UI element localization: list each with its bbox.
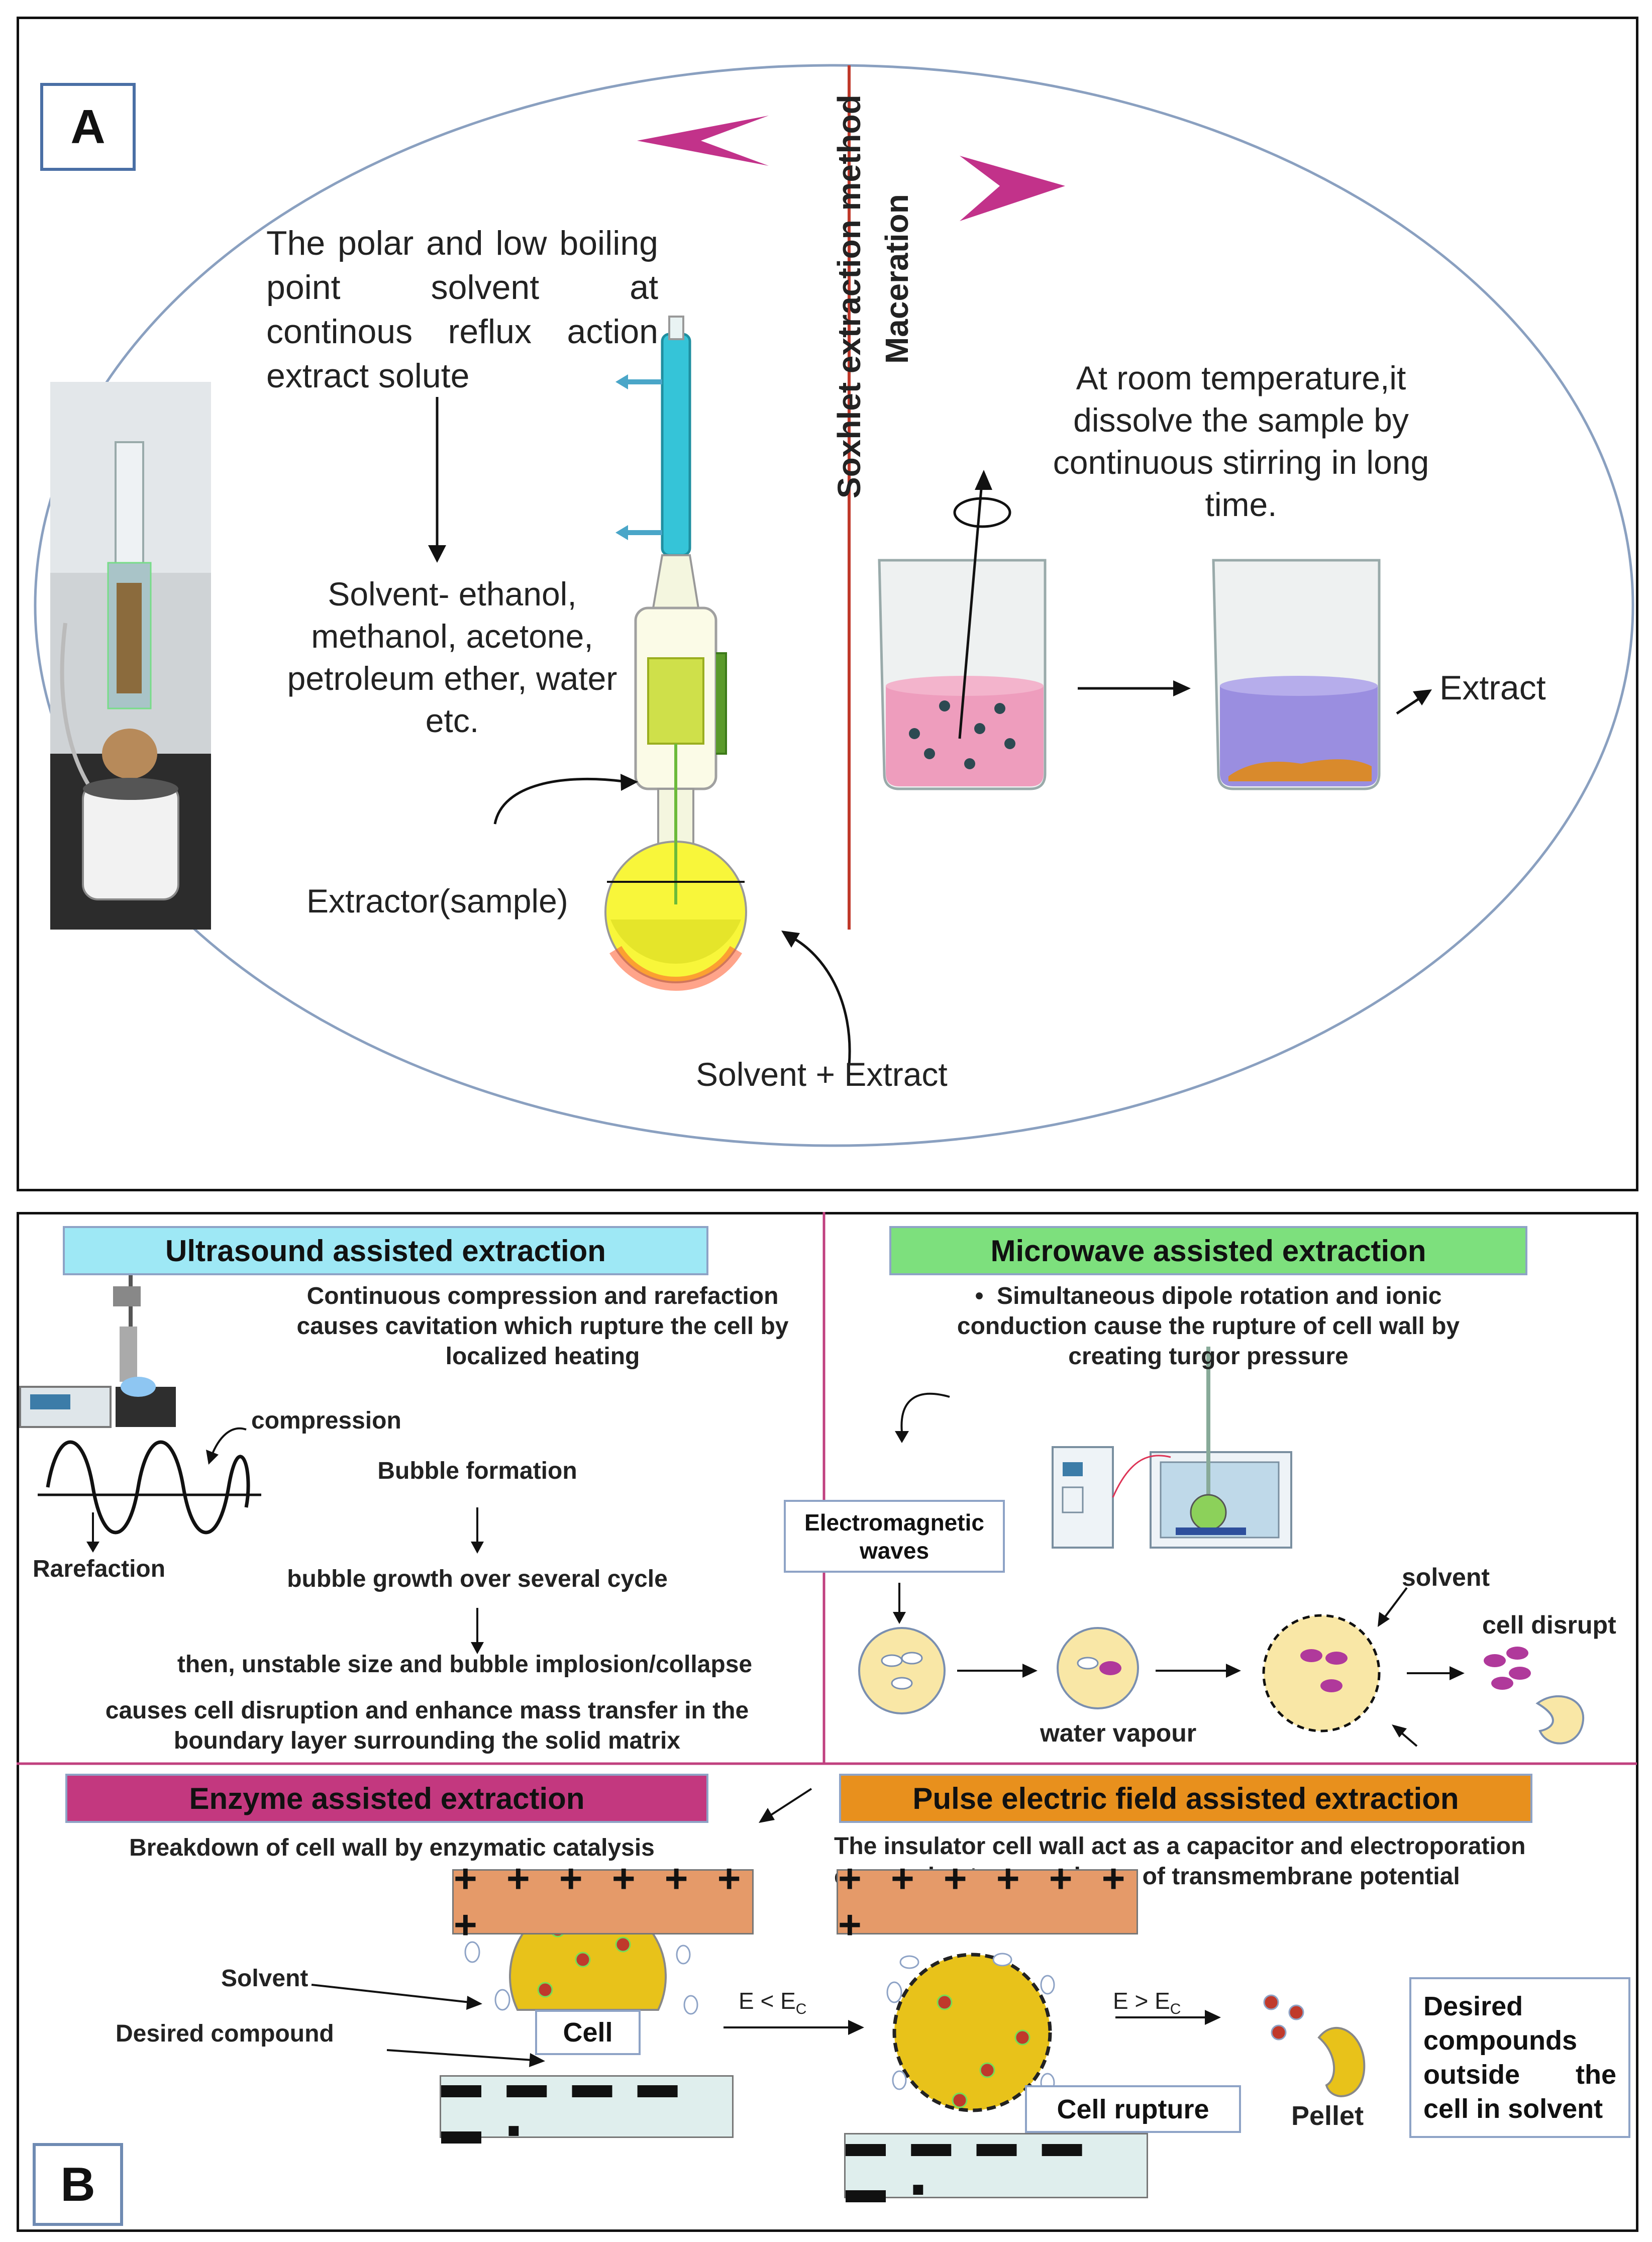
pef-plus-plate: + + + + + + + <box>837 1856 1138 1947</box>
solvent-list: Solvent- ethanol, methanol, acetone, pet… <box>287 575 617 739</box>
step-bubble-collapse: then, unstable size and bubble implosion… <box>177 1651 753 1678</box>
ultrasound-description: Continuous compression and rarefaction c… <box>296 1283 789 1370</box>
bullet: • <box>975 1283 984 1309</box>
panel-a-ellipse <box>34 64 1634 1147</box>
e-greater-label: E > EC <box>1113 1988 1181 2018</box>
soxhlet-apparatus <box>604 316 747 991</box>
panel-b-label: B <box>33 2143 123 2226</box>
enzyme-minus-plate: ▬ ▬ ▬ ▬ ▬ ▪ <box>440 2061 734 2152</box>
cell-label: Cell <box>535 2010 641 2055</box>
step-bubble-growth: bubble growth over several cycle <box>287 1566 668 1592</box>
water-vapour-label: water vapour <box>1040 1719 1197 1747</box>
pellet-label: Pellet <box>1291 2101 1364 2131</box>
ruptured-cell <box>892 1953 1052 2112</box>
solvent-extract-label: Solvent + Extract <box>696 1056 948 1093</box>
desired-compound-label: Desired compound <box>116 2020 334 2047</box>
e-less-label: E < EC <box>739 1988 807 2018</box>
sound-wave <box>46 1440 250 1535</box>
soxhlet-photo <box>50 382 211 930</box>
left-chevron-icon <box>637 116 769 166</box>
electromagnetic-waves-label: Electromagnetic waves <box>784 1500 1005 1573</box>
disrupted-cell <box>1484 1647 1585 1745</box>
soxhlet-description: The polar and low boiling point solvent … <box>266 224 658 395</box>
microwave-cell-3 <box>1262 1614 1381 1733</box>
arrow-solvent-extract <box>790 936 851 1066</box>
pellet <box>1263 1994 1366 2097</box>
panel-a-frame <box>17 17 1638 1191</box>
right-chevron-icon <box>960 156 1065 221</box>
pef-title: Pulse electric field assisted extraction <box>839 1774 1532 1823</box>
microwave-description: • Simultaneous dipole rotation and ionic… <box>957 1283 1460 1370</box>
ultrasound-device <box>19 1256 176 1428</box>
arrow-extractor <box>493 777 624 825</box>
microwave-title: Microwave assisted extraction <box>889 1226 1527 1275</box>
microwave-cell-2 <box>1057 1627 1139 1709</box>
extract-label: Extract <box>1439 669 1546 707</box>
enzyme-description: Breakdown of cell wall by enzymatic cata… <box>129 1835 655 1861</box>
enzyme-plus-plate: + + + + + + + <box>452 1856 754 1947</box>
step-bubble-formation: Bubble formation <box>377 1458 577 1484</box>
microwave-cell-1 <box>858 1627 946 1714</box>
ultrasound-result: causes cell disruption and enhance mass … <box>105 1697 749 1754</box>
pef-minus-plate: ▬ ▬ ▬ ▬ ▬ ▪ <box>844 2120 1148 2211</box>
panel-b-frame <box>17 1212 1638 2232</box>
rarefaction-label: Rarefaction <box>33 1556 166 1582</box>
maceration-description: At room temperature,it dissolve the samp… <box>1053 359 1429 523</box>
extractor-label: Extractor(sample) <box>306 882 568 920</box>
solvent-label-enzyme: Solvent <box>221 1965 308 1992</box>
outcome-box: Desired compounds outside the cell in so… <box>1409 1977 1630 2138</box>
cell-disrupt-label: cell disrupt <box>1482 1611 1616 1639</box>
enzyme-title: Enzyme assisted extraction <box>65 1774 708 1823</box>
ultrasound-title: Ultrasound assisted extraction <box>63 1226 708 1275</box>
panel-a-label: A <box>40 83 136 171</box>
compression-label: compression <box>251 1407 401 1434</box>
solvent-label-microwave: solvent <box>1402 1563 1490 1591</box>
cell-rupture-label: Cell rupture <box>1025 2085 1241 2133</box>
microwave-desc-line-1: Simultaneous dipole rotation and ionic <box>997 1283 1442 1309</box>
beaker-2 <box>1212 559 1381 790</box>
beaker-1 <box>878 470 1047 790</box>
microwave-apparatus <box>895 1347 1292 1549</box>
